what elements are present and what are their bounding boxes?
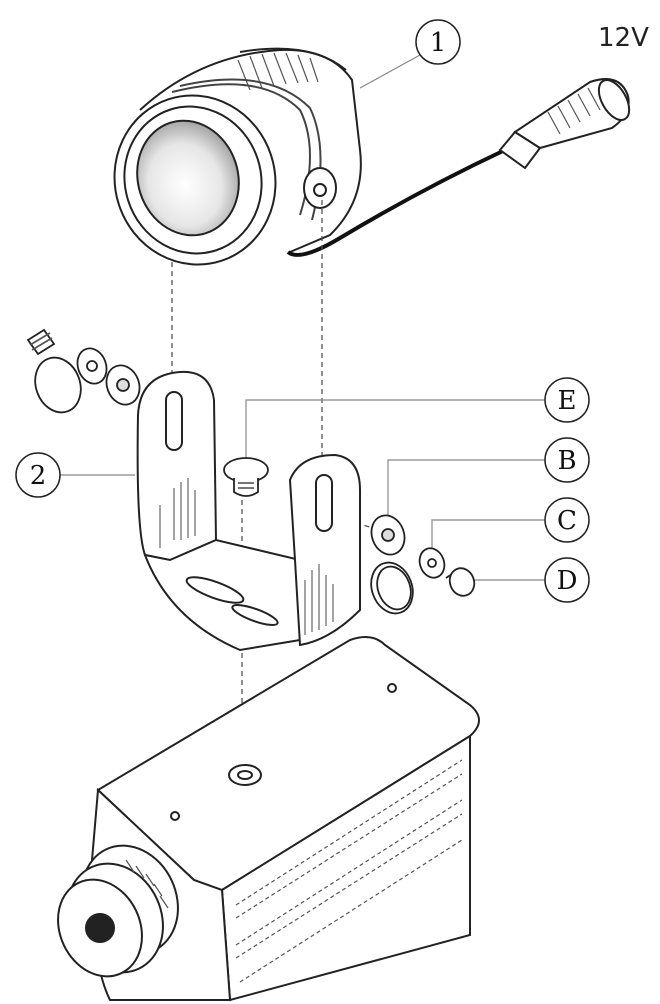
power-cable: [286, 148, 506, 257]
power-connector: [498, 78, 631, 170]
callout-c-label: C: [557, 506, 577, 536]
voltage-label: 12V: [598, 23, 649, 53]
callout-1-label: 1: [430, 28, 447, 58]
u-bracket: [136, 370, 361, 652]
o-ring: [370, 561, 414, 615]
callout-2-label: 2: [30, 461, 47, 491]
callout-d: D: [544, 557, 590, 603]
callout-1: 1: [415, 19, 461, 65]
callout-b: B: [544, 437, 590, 483]
washer-c: [418, 547, 446, 579]
screw-d: [445, 567, 476, 597]
callout-e-label: E: [558, 386, 577, 416]
camera-lens: [57, 844, 179, 978]
callout-leaders: [60, 54, 545, 581]
washer-b: [370, 514, 406, 556]
callout-c: C: [544, 497, 590, 543]
callout-2: 2: [15, 452, 61, 498]
callout-e: E: [544, 377, 590, 423]
left-fastener-set: [26, 328, 141, 414]
callout-b-label: B: [557, 446, 576, 476]
mounting-bolt-e: [223, 457, 269, 497]
callout-d-label: D: [557, 566, 578, 596]
illuminator-lamp: [113, 47, 362, 266]
